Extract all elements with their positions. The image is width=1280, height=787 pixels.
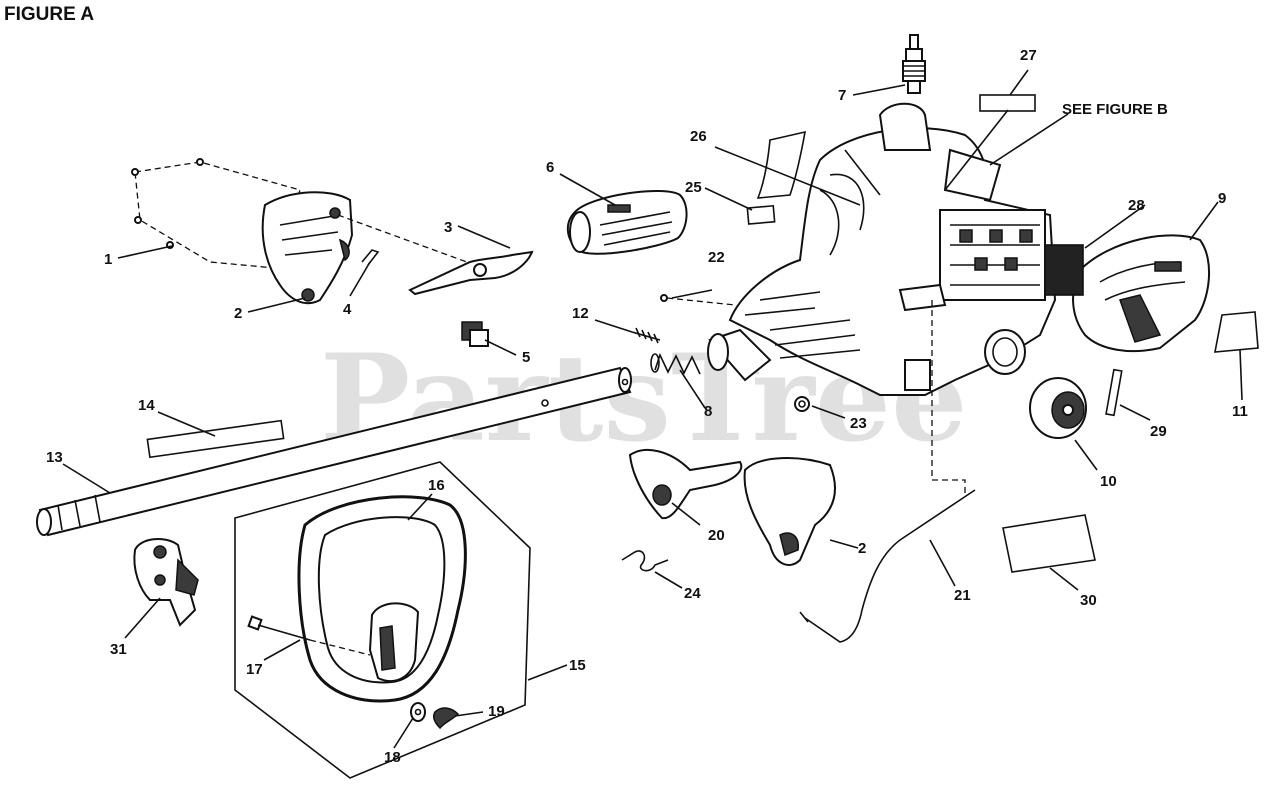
part-4-spring — [361, 249, 380, 266]
callout-6: 6 — [546, 159, 554, 176]
part-17-bolt — [247, 615, 371, 656]
see-figure-b-note: SEE FIGURE B — [1062, 101, 1168, 118]
leader-lines — [62, 69, 1243, 749]
callout-24: 24 — [684, 585, 701, 602]
callout-29: 29 — [1150, 423, 1167, 440]
callout-9: 9 — [1218, 190, 1226, 207]
callout-26: 26 — [690, 128, 707, 145]
callout-14: 14 — [138, 397, 155, 414]
part-24-spring — [621, 550, 669, 572]
callout-30: 30 — [1080, 592, 1097, 609]
part-5-switch — [461, 321, 489, 347]
part-31-clamp — [133, 538, 199, 627]
callout-11: 11 — [1232, 403, 1248, 420]
part-2-housing-half — [261, 191, 354, 305]
callout-22: 22 — [708, 249, 725, 266]
callout-12: 12 — [572, 305, 589, 322]
callout-17: 17 — [246, 661, 263, 678]
callout-31: 31 — [110, 641, 127, 658]
part-10-fuel-cap — [1029, 377, 1087, 439]
part-9-cover — [1072, 234, 1211, 353]
callout-16: 16 — [428, 477, 445, 494]
part-15-kit-outline — [234, 461, 531, 779]
part-2-handle-half — [743, 457, 836, 566]
part-27-decal — [979, 94, 1036, 112]
callout-13: 13 — [46, 449, 63, 466]
callout-7: 7 — [838, 87, 846, 104]
part-3-trigger — [408, 250, 534, 296]
part-12-screw — [631, 327, 661, 344]
callout-28: 28 — [1128, 197, 1145, 214]
part-13-shaft-tube — [36, 366, 632, 537]
callout-27: 27 — [1020, 47, 1037, 64]
callout-8: 8 — [704, 403, 712, 420]
part-26-decal — [756, 130, 807, 199]
callout-25: 25 — [685, 179, 702, 196]
part-21-cable — [799, 300, 976, 643]
part-11-decal — [1214, 311, 1259, 353]
part-28-decal — [1044, 244, 1084, 296]
callout-19: 19 — [488, 703, 505, 720]
part-25-decal — [746, 204, 776, 225]
engine-assembly — [728, 102, 1057, 396]
part-6-grip-sleeve — [566, 190, 688, 255]
callout-4: 4 — [343, 301, 352, 318]
callout-3: 3 — [444, 219, 452, 236]
callout-18: 18 — [384, 749, 401, 766]
callout-2-housing: 2 — [234, 305, 242, 322]
part-18-washer — [410, 702, 426, 722]
callout-15: 15 — [569, 657, 586, 674]
part-14-decal — [146, 419, 285, 459]
callout-2-handle: 2 — [858, 540, 866, 557]
part-22-pin — [660, 294, 736, 306]
part-30-decal — [1002, 514, 1096, 573]
callout-labels: 1 2 3 4 5 6 7 8 9 10 11 12 13 14 15 16 1… — [46, 47, 1248, 766]
part-20-throttle — [628, 449, 743, 520]
figure-title: FIGURE A — [4, 4, 94, 25]
part-19-wing-nut — [432, 707, 460, 730]
callout-21: 21 — [954, 587, 971, 604]
part-23-nut — [794, 396, 810, 412]
part-8-spring — [650, 352, 701, 375]
callout-23: 23 — [850, 415, 867, 432]
part-7-spark-plug — [902, 34, 926, 94]
part-16-loop-handle — [297, 495, 467, 703]
callout-20: 20 — [708, 527, 725, 544]
callout-10: 10 — [1100, 473, 1117, 490]
part-29-decal — [1105, 368, 1123, 417]
callout-5: 5 — [522, 349, 530, 366]
tube-adapter — [707, 328, 772, 382]
callout-1: 1 — [104, 251, 112, 268]
